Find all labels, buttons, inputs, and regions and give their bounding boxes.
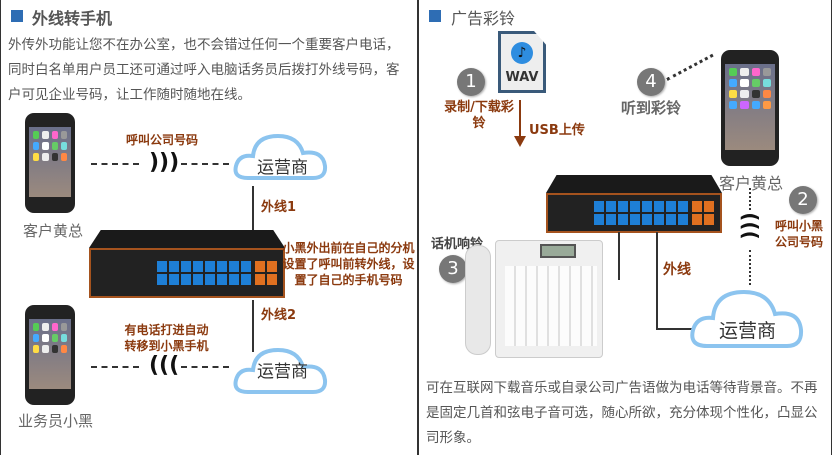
section-description: 外传外功能让您不在办公室，也不会错过任何一个重要客户电话，同时白名单用户员工还可… <box>8 37 400 103</box>
pbx-device-image <box>89 230 285 298</box>
signal-down-icon: ((( <box>738 212 763 240</box>
connection-line <box>91 366 139 368</box>
line-label: 外线 <box>663 262 691 278</box>
section-description: 可在互联网下载音乐或自录公司广告语做为电话等待背景音。不再是固定几首和弦电子音可… <box>426 380 818 446</box>
step-1-badge: 1 <box>457 68 485 96</box>
step-3-badge: 3 <box>439 255 467 283</box>
line <box>618 232 620 280</box>
line-2 <box>252 300 254 352</box>
carrier-label: 运营商 <box>719 320 777 342</box>
carrier-label-2: 运营商 <box>257 362 308 382</box>
line-2-label: 外线2 <box>261 308 297 323</box>
customer-label: 客户黄总 <box>719 174 784 193</box>
carrier-label-1: 运营商 <box>257 158 308 178</box>
auto-transfer-note: 有电话打进自动转移到小黑手机 <box>124 323 209 353</box>
line-1-label: 外线1 <box>261 200 297 215</box>
usb-upload-label: USB上传 <box>529 123 585 138</box>
line <box>656 328 696 330</box>
dotted-connection <box>749 188 751 210</box>
dotted-connection <box>666 53 714 81</box>
step-2-label: 呼叫小黑公司号码 <box>774 219 823 249</box>
connection-line <box>181 366 229 368</box>
section-title: 外线转手机 <box>32 9 113 28</box>
step-2-badge: 2 <box>789 186 817 214</box>
cloud-icon <box>233 133 328 180</box>
connection-line <box>181 163 229 165</box>
arrow-down-icon <box>514 136 526 147</box>
signal-right-icon: ))) <box>149 150 180 175</box>
wav-file-icon: ♪ WAV <box>498 31 546 93</box>
section-marker-icon <box>11 10 23 22</box>
connection-line <box>91 163 139 165</box>
pbx-device-image <box>546 175 722 233</box>
file-type-label: WAV <box>505 70 539 85</box>
salesman-phone-image <box>25 305 75 405</box>
signal-left-icon: ((( <box>149 353 180 378</box>
line-1 <box>252 186 254 232</box>
upload-arrow <box>519 100 521 138</box>
salesman-label: 业务员小黑 <box>18 412 94 430</box>
panel-ad-ringtone: 广告彩铃 ♪ WAV 1 录制/下载彩铃 USB上传 4 听到彩铃 客户黄总 (… <box>418 0 832 455</box>
step-4-badge: 4 <box>637 68 665 96</box>
section-marker-icon <box>429 10 441 22</box>
cloud-icon <box>233 347 328 394</box>
line <box>656 232 658 330</box>
dotted-connection <box>749 250 751 285</box>
section-title: 广告彩铃 <box>451 9 516 28</box>
forward-setting-note: 小黑外出前在自己的分机设置了呼叫前转外线，设置了自己的手机号码 <box>282 241 415 287</box>
customer-phone-image <box>721 50 779 166</box>
desk-phone-image <box>465 240 605 358</box>
step-1-label: 录制/下载彩铃 <box>444 100 514 131</box>
customer-label: 客户黄总 <box>23 222 84 240</box>
call-company-label: 呼叫公司号码 <box>126 133 199 147</box>
customer-phone-image <box>25 113 75 213</box>
cloud-icon <box>690 289 804 348</box>
panel-outside-line-to-mobile: 外线转手机 外传外功能让您不在办公室，也不会错过任何一个重要客户电话，同时白名单… <box>0 0 418 455</box>
step-4-label: 听到彩铃 <box>621 99 682 117</box>
